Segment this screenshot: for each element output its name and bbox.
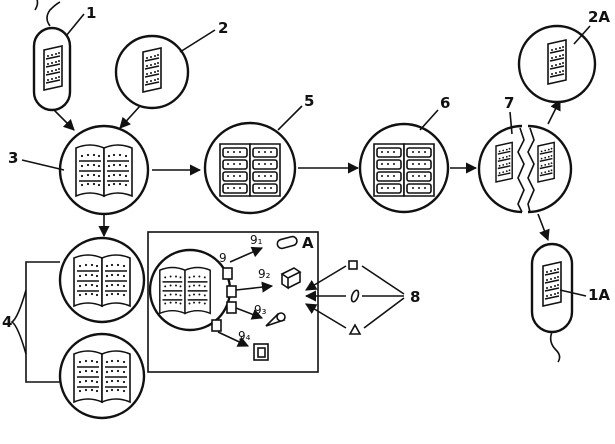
arrow-1-to-3	[53, 109, 75, 131]
arrow-g3	[235, 307, 264, 320]
label-2a: 2A	[588, 8, 610, 26]
label-3: 3	[8, 149, 18, 167]
leader-2a	[573, 25, 591, 45]
link-8-square	[361, 265, 405, 295]
label-1a: 1A	[588, 286, 610, 304]
leader-2	[179, 29, 216, 53]
leader-5	[277, 105, 303, 131]
leader-3	[21, 159, 65, 171]
product-box	[280, 267, 302, 290]
symbol-square	[348, 260, 358, 270]
arrow-7-to-1a	[537, 213, 550, 242]
arrow-g4	[217, 331, 250, 347]
leader-6	[419, 109, 439, 131]
label-g3: 9₃	[254, 303, 267, 317]
circle-4-top	[58, 236, 146, 324]
product-cone	[265, 312, 286, 327]
label-g1: 9₁	[250, 233, 263, 247]
label-7: 7	[504, 94, 514, 112]
bracket-4	[25, 261, 60, 383]
circle-3	[58, 124, 150, 216]
leader-1	[65, 13, 85, 37]
circle-6	[358, 122, 450, 214]
circle-5	[203, 121, 297, 215]
leader-1a	[559, 289, 587, 297]
arrow-7-to-2a	[547, 98, 561, 125]
cell-1a	[530, 242, 574, 363]
arrow-g2	[235, 281, 274, 293]
label-6: 6	[440, 94, 450, 112]
symbol-ellipse	[350, 289, 360, 303]
label-9: 9	[219, 251, 227, 265]
circle-inset	[148, 248, 232, 332]
product-capsule	[276, 235, 298, 250]
label-5: 5	[304, 92, 314, 110]
arrow-8-triangle	[305, 303, 347, 329]
circle-4-bottom	[58, 332, 146, 420]
product-card	[253, 343, 269, 361]
arrow-2-to-3	[119, 105, 141, 129]
inset-blocks	[211, 267, 237, 332]
label-2: 2	[218, 19, 228, 37]
circle-2a	[517, 24, 597, 104]
arrow-g1	[229, 246, 264, 263]
label-1: 1	[86, 4, 96, 22]
label-A: A	[302, 234, 314, 252]
symbol-triangle	[348, 323, 362, 335]
label-8: 8	[410, 288, 420, 306]
brace-4	[10, 289, 27, 355]
arrow-8-square	[305, 265, 347, 291]
inset-frame	[147, 231, 319, 373]
label-4: 4	[2, 313, 12, 331]
cell-1	[32, 0, 72, 112]
link-8-triangle	[363, 297, 405, 329]
circle-7-dividing	[477, 124, 573, 214]
label-g2: 9₂	[258, 267, 271, 281]
circle-2	[114, 34, 190, 110]
label-g4: 9₄	[238, 329, 251, 343]
leader-7	[509, 111, 513, 135]
